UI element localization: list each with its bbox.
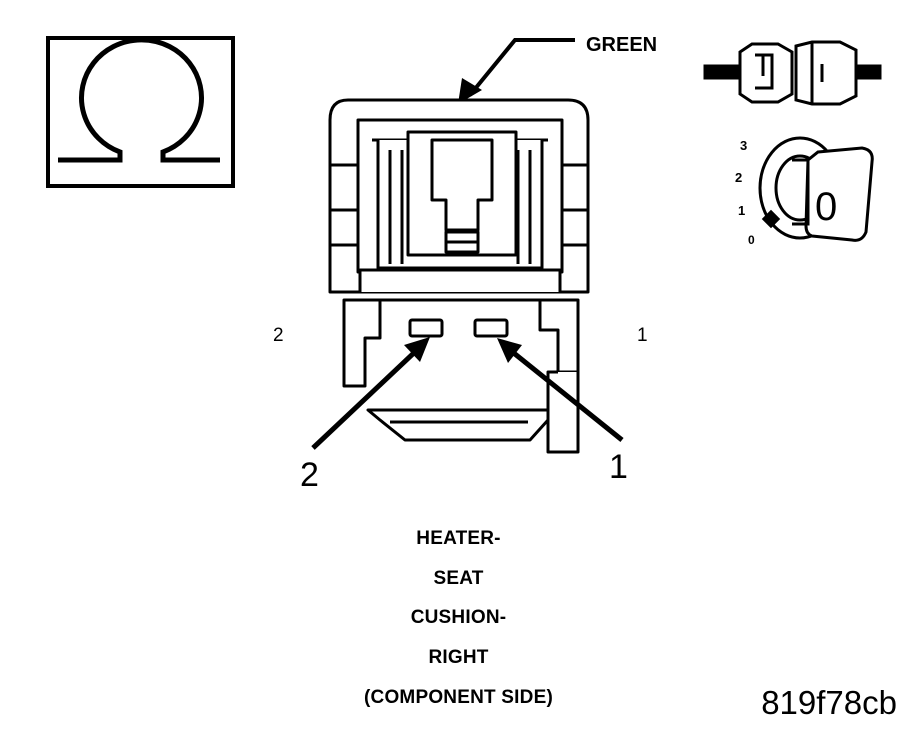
wire-color-label: GREEN [586,34,657,56]
ignition-position-1: 1 [738,203,745,218]
side-pin-label-2: 2 [273,325,284,346]
ignition-position-labels: 3 2 1 0 [735,138,755,247]
connector-disconnected-icon [703,40,882,106]
callout-pin-label-1: 1 [609,448,628,486]
callout-pin-label-2: 2 [300,456,319,494]
connector-body [328,98,590,454]
wire-color-callout [458,38,575,104]
pin-1-callout-arrow [497,338,624,442]
caption-line-4: RIGHT [428,647,489,668]
caption-line-2: SEAT [433,568,484,589]
ignition-key-icon: 0 [758,136,874,242]
ohm-meter-icon [46,36,235,188]
ignition-position-2: 2 [735,170,742,185]
pin-2-callout-arrow [311,337,430,450]
caption-line-3: CUSHION- [410,607,507,628]
key-label: 0 [815,185,837,229]
caption-line-1: HEATER- [416,528,501,549]
caption-line-5: (COMPONENT SIDE) [364,687,553,708]
ignition-position-0: 0 [748,233,755,247]
ignition-position-3: 3 [740,138,747,153]
figure-id: 819f78cb [761,684,897,721]
side-pin-label-1: 1 [637,325,648,346]
